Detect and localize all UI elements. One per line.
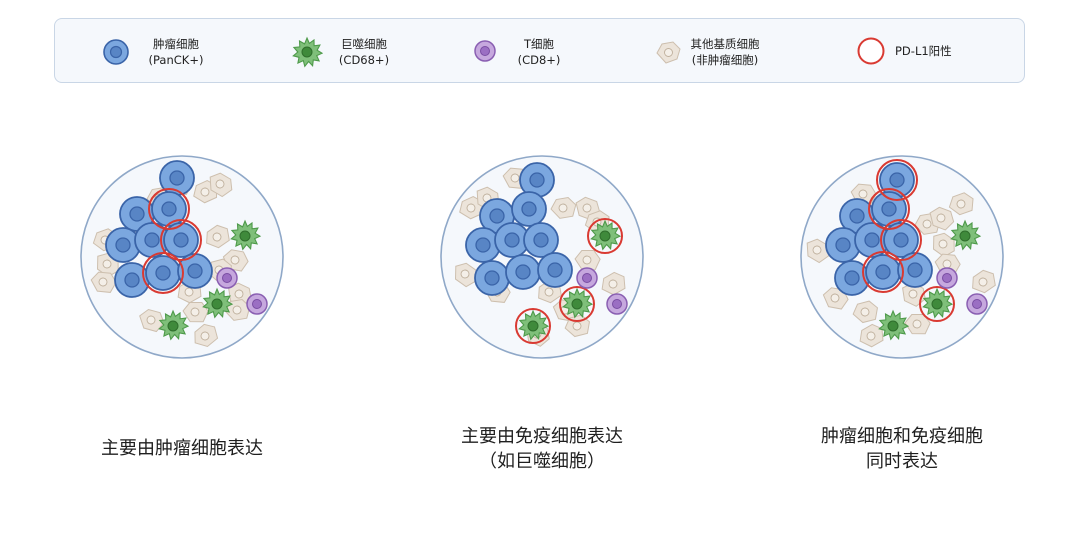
- macrophage-cells: [518, 219, 622, 341]
- caption-panel-3: 肿瘤细胞和免疫细胞 同时表达: [821, 426, 983, 472]
- tissue-border: [800, 155, 1004, 359]
- legend-label-pdl1: PD-L1阳性: [895, 44, 952, 58]
- tissue-circle: [800, 155, 1004, 359]
- stromal-cell-icon: [656, 41, 681, 64]
- caption-panel-1: 主要由肿瘤细胞表达: [101, 438, 263, 459]
- pdl1-rings: [142, 188, 202, 294]
- t-cells: [216, 267, 268, 315]
- tumor-cells: [465, 162, 573, 296]
- panel-immune-expression: [437, 152, 647, 362]
- macrophage-cells: [158, 219, 262, 341]
- caption-panel-2: 主要由免疫细胞表达 （如巨噬细胞）: [461, 426, 623, 472]
- macrophage-icon: [292, 36, 323, 68]
- tumor-cells: [825, 162, 933, 296]
- tissue-border: [440, 155, 644, 359]
- tissue-circle: [80, 155, 284, 359]
- panel-tumor-expression: [77, 152, 287, 362]
- pdl1-ring-icon: [857, 37, 885, 65]
- t-cells: [576, 267, 628, 315]
- tissue-circle: [440, 155, 644, 359]
- legend-label-tumor: 肿瘤细胞(PanCK+): [148, 37, 204, 67]
- macrophage-cells: [878, 219, 982, 341]
- pdl1-rings: [862, 159, 955, 322]
- legend-label-tcell: T细胞(CD8+): [517, 37, 561, 67]
- t-cells: [936, 267, 988, 315]
- legend-label-stroma: 其他基质细胞(非肿瘤细胞): [690, 37, 760, 67]
- tissue-border: [80, 155, 284, 359]
- legend: 肿瘤细胞(PanCK+) 巨噬细胞(CD68+) T细胞(CD8+) 其他基质细…: [54, 18, 1025, 83]
- pdl1-rings: [515, 218, 623, 344]
- tumor-cell-icon: [103, 39, 129, 65]
- t-cell-icon: [474, 40, 496, 62]
- legend-label-macrophage: 巨噬细胞(CD68+): [338, 37, 390, 67]
- tumor-cells: [105, 160, 213, 298]
- panel-both-expression: [797, 152, 1007, 362]
